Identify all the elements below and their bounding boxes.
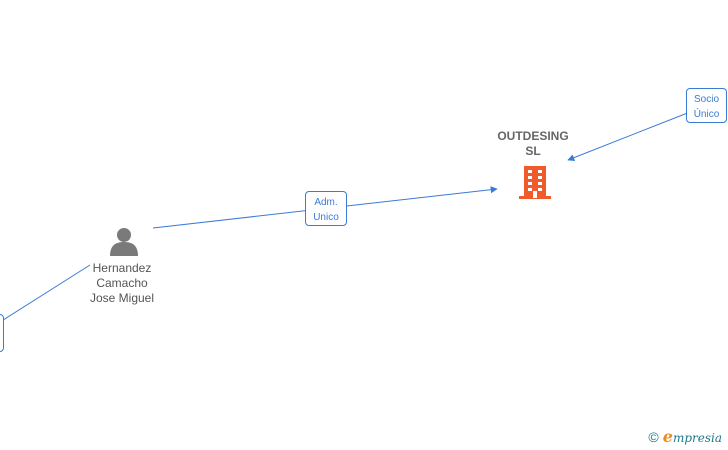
person-name-line2: Camacho xyxy=(96,276,148,290)
copyright-symbol: © xyxy=(648,428,659,445)
edge-offscreen-to-person xyxy=(0,264,91,323)
edge-label-socio-unico-line1: Socio xyxy=(693,94,719,105)
brand-rest: mpresia xyxy=(672,431,722,445)
person-name-line1: Hernandez xyxy=(92,261,152,275)
edge-label-adm-unico-line1: Adm. xyxy=(314,197,338,208)
company-name-line2: SL xyxy=(525,144,541,158)
edge-label-adm-unico[interactable]: Adm. Unico xyxy=(305,191,347,226)
building-icon[interactable] xyxy=(518,164,552,200)
edge-label-socio-unico-line2: Único xyxy=(693,109,720,120)
company-name-line1: OUTDESING xyxy=(497,129,569,143)
empresia-watermark: © empresia xyxy=(648,427,722,446)
edge-label-adm-unico-line2: Unico xyxy=(313,212,339,223)
company-name[interactable]: OUTDESING SL xyxy=(478,129,588,159)
brand-logo: empresia xyxy=(663,427,722,446)
person-name-line3: Jose Miguel xyxy=(89,291,155,305)
edge-label-socio-unico[interactable]: Socio Único xyxy=(686,88,727,123)
person-name[interactable]: Hernandez Camacho Jose Miguel xyxy=(66,261,178,306)
brand-initial: e xyxy=(662,427,673,446)
edge-socio-to-company xyxy=(567,111,691,161)
person-icon[interactable] xyxy=(108,225,140,257)
offscreen-node-stub[interactable] xyxy=(0,314,4,352)
